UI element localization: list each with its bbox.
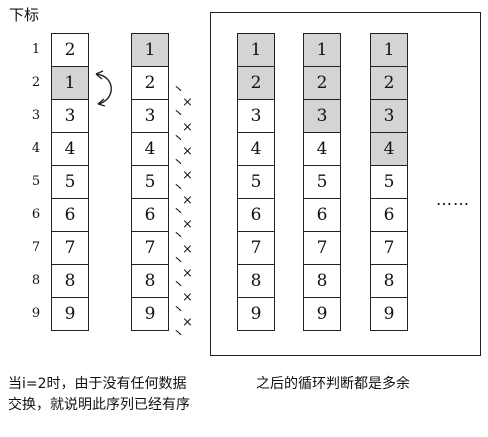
index-label: 9 — [31, 306, 41, 321]
tick-mark: 丶 — [172, 253, 186, 269]
array-cell: 5 — [238, 166, 274, 199]
array-cell: 7 — [238, 232, 274, 265]
tick-mark: 丶 — [172, 327, 186, 342]
array-cell: 9 — [304, 298, 340, 331]
later-passes-frame — [210, 12, 481, 356]
array-cell: 5 — [371, 166, 407, 199]
cross-mark: × — [182, 217, 193, 233]
array-cell: 3 — [132, 100, 168, 133]
array-cell: 8 — [304, 265, 340, 298]
tick-mark: 丶 — [172, 278, 186, 294]
array-cell: 4 — [371, 133, 407, 166]
tick-mark: 丶 — [172, 180, 186, 196]
cross-mark: × — [182, 290, 193, 306]
array-cell: 6 — [304, 199, 340, 232]
array-cell: 9 — [238, 298, 274, 331]
tick-mark: 丶 — [172, 229, 186, 245]
array-cell: 3 — [238, 100, 274, 133]
cross-mark: × — [182, 144, 193, 159]
ellipsis-text: …… — [436, 190, 470, 209]
array-cell: 7 — [371, 232, 407, 265]
array-cell: 9 — [132, 298, 168, 331]
array-cell: 3 — [52, 100, 88, 133]
tick-mark: 丶 — [172, 131, 186, 147]
index-label: 3 — [31, 108, 41, 123]
index-label: 1 — [31, 42, 41, 57]
array-cell: 6 — [238, 199, 274, 232]
tick-mark: 丶 — [172, 107, 186, 123]
array-cell: 5 — [52, 166, 88, 199]
array-cell: 6 — [132, 199, 168, 232]
caption-right: 之后的循环判断都是多余 — [256, 376, 410, 392]
array-cell: 6 — [371, 199, 407, 232]
tick-mark: 丶 — [172, 83, 186, 98]
index-label: 4 — [31, 141, 41, 156]
cross-mark: × — [182, 119, 193, 135]
index-label: 7 — [31, 240, 41, 255]
array-cell: 2 — [371, 67, 407, 100]
cross-mark: × — [182, 266, 193, 281]
tick-mark: 丶 — [172, 205, 186, 220]
array-cell: 4 — [304, 133, 340, 166]
cross-mark: × — [182, 192, 193, 208]
array-cell: 7 — [52, 232, 88, 265]
array-cell: 3 — [304, 100, 340, 133]
array-cell: 4 — [238, 133, 274, 166]
array-cell: 8 — [238, 265, 274, 298]
array-cell: 8 — [371, 265, 407, 298]
array-cell: 3 — [371, 100, 407, 133]
array-cell: 9 — [371, 298, 407, 331]
array-cell: 1 — [304, 34, 340, 67]
cross-mark: × — [182, 168, 193, 184]
index-label: 5 — [31, 174, 41, 189]
array-cell: 4 — [132, 133, 168, 166]
index-header-label: 下标 — [9, 6, 40, 24]
array-cell: 8 — [132, 265, 168, 298]
array-cell: 7 — [132, 232, 168, 265]
index-label: 6 — [31, 207, 41, 222]
caption-left-line2: 交换，就说明此序列已经有序 — [8, 397, 190, 413]
index-label: 8 — [31, 273, 41, 288]
array-cell: 2 — [304, 67, 340, 100]
array-cell: 2 — [132, 67, 168, 100]
array-cell: 5 — [304, 166, 340, 199]
tick-mark: 丶 — [172, 302, 186, 318]
index-label: 2 — [31, 75, 41, 90]
cross-mark: × — [182, 241, 193, 257]
array-cell: 5 — [132, 166, 168, 199]
array-cell: 1 — [132, 34, 168, 67]
array-cell: 2 — [52, 34, 88, 67]
array-cell: 6 — [52, 199, 88, 232]
caption-left: 当i=2时，由于没有任何数据 交换，就说明此序列已经有序 — [8, 374, 190, 416]
cross-mark: × — [182, 95, 193, 111]
array-cell: 1 — [52, 67, 88, 100]
array-cell: 2 — [238, 67, 274, 100]
array-cell: 8 — [52, 265, 88, 298]
array-cell: 1 — [371, 34, 407, 67]
swap-arrow-icon — [95, 70, 112, 107]
array-cell: 1 — [238, 34, 274, 67]
array-cell: 7 — [304, 232, 340, 265]
caption-left-line1: 当i=2时，由于没有任何数据 — [8, 376, 187, 392]
array-cell: 9 — [52, 298, 88, 331]
array-cell: 4 — [52, 133, 88, 166]
tick-mark: 丶 — [172, 156, 186, 172]
cross-mark: × — [182, 314, 193, 330]
